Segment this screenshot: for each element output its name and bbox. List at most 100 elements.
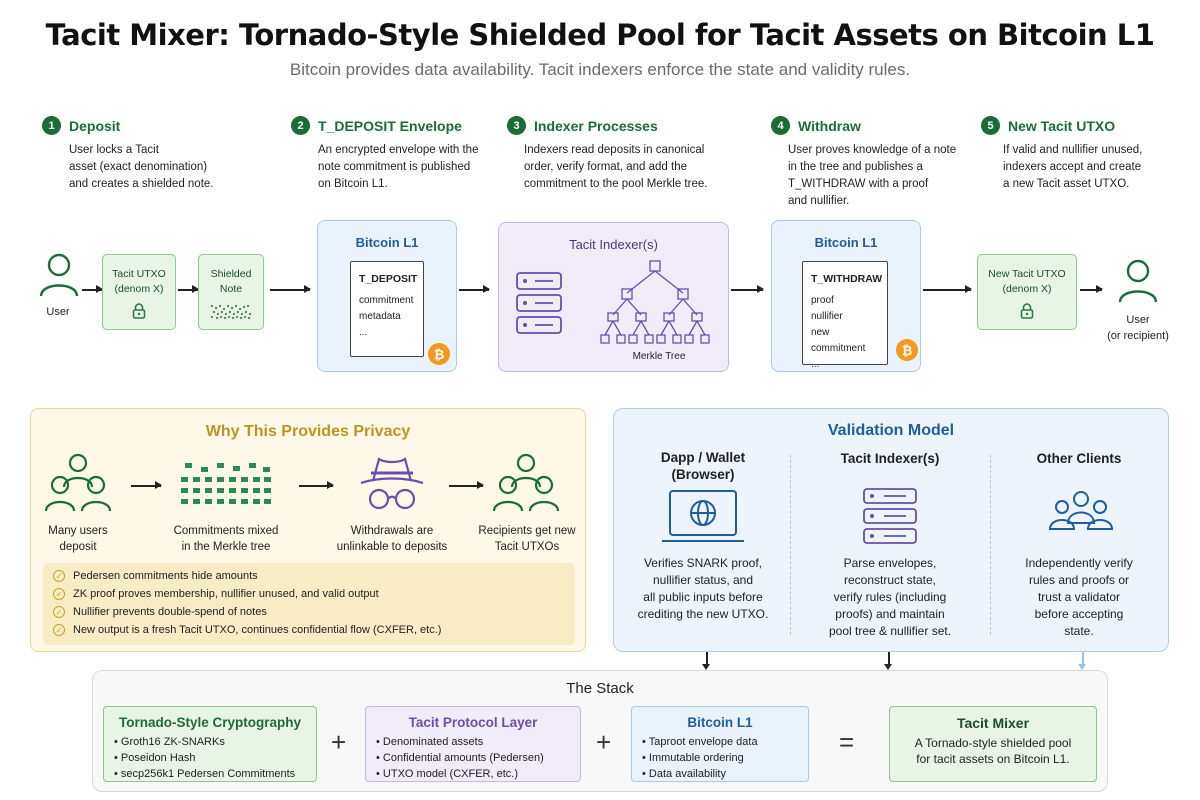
check-icon: ✓ <box>53 606 65 618</box>
step-title: T_DEPOSIT Envelope <box>318 117 462 134</box>
check-icon: ✓ <box>53 588 65 600</box>
user-label: User <box>46 306 70 318</box>
step-deposit-envelope: 2 T_DEPOSIT Envelope An encrypted envelop… <box>291 116 501 193</box>
arrow-head <box>702 664 710 670</box>
arrow <box>449 482 484 488</box>
stack-item: Groth16 ZK-SNARKs <box>114 734 306 750</box>
stack-item: UTXO model (CXFER, etc.) <box>376 766 570 782</box>
bitcoin-icon: ₿ <box>428 343 450 365</box>
merkle-tree-label: Merkle Tree <box>632 351 686 362</box>
validation-panel: Validation Model Dapp / Wallet(Browser) … <box>613 408 1169 652</box>
step-number: 5 <box>981 116 1000 135</box>
arrow <box>731 286 764 292</box>
box-title: Bitcoin L1 <box>355 235 419 250</box>
privacy-bullets: ✓Pedersen commitments hide amounts ✓ZK p… <box>43 563 575 645</box>
tacit-utxo-box: Tacit UTXO(denom X) <box>102 254 176 330</box>
box-title: Bitcoin L1 <box>814 235 878 250</box>
step-indexer-processes: 3 Indexer Processes Indexers read deposit… <box>507 116 742 193</box>
lock-icon <box>132 303 146 319</box>
equals-operator: = <box>839 727 855 757</box>
check-icon: ✓ <box>53 624 65 636</box>
recipients-group-icon <box>493 453 559 512</box>
arrow <box>299 482 334 488</box>
arrow <box>131 482 162 488</box>
divider <box>790 455 791 635</box>
server-icon <box>863 488 917 544</box>
stack-item: Confidential amounts (Pedersen) <box>376 750 570 766</box>
bullet-item: ✓New output is a fresh Tacit UTXO, conti… <box>53 621 565 639</box>
user-icon <box>39 253 79 297</box>
noise-pattern-icon <box>211 305 251 319</box>
bitcoin-l1-withdraw-box: Bitcoin L1 T_WITHDRAW proof nullifier ne… <box>771 220 921 372</box>
stack-card-cryptography: Tornado-Style Cryptography Groth16 ZK-SN… <box>103 706 317 782</box>
result-title: Tacit Mixer <box>956 715 1030 731</box>
recipient-icon <box>1118 259 1158 303</box>
step-number: 2 <box>291 116 310 135</box>
withdraw-document: T_WITHDRAW proof nullifier new commitmen… <box>802 261 888 370</box>
arrow <box>706 652 708 666</box>
arrow <box>82 286 103 292</box>
plus-operator: + <box>596 727 612 757</box>
server-icon <box>516 272 562 334</box>
arrow <box>888 652 890 666</box>
arrow <box>459 286 490 292</box>
stack-item: Taproot envelope data <box>642 734 798 750</box>
validation-column-title: Tacit Indexer(s) <box>840 451 940 466</box>
laptop-globe-icon <box>662 490 744 542</box>
arrow <box>270 286 311 292</box>
stack-item: Poseidon Hash <box>114 750 306 766</box>
arrow <box>178 286 199 292</box>
stack-panel: The Stack Tornado-Style Cryptography Gro… <box>92 670 1108 792</box>
step-number: 4 <box>771 116 790 135</box>
document-title: T_WITHDRAW <box>811 273 883 285</box>
divider <box>990 455 991 635</box>
tacit-indexer-box: Tacit Indexer(s) Merkle Tree <box>498 222 729 372</box>
step-title: New Tacit UTXO <box>1008 117 1116 134</box>
incognito-icon <box>360 457 424 510</box>
validation-column-desc: Verifies SNARK proof,nullifier status, a… <box>637 556 769 621</box>
people-group-icon <box>1048 491 1114 530</box>
stack-item: Data availability <box>642 766 798 782</box>
step-title: Deposit <box>69 117 121 134</box>
step-title: Indexer Processes <box>534 117 658 134</box>
panel-title: Validation Model <box>827 422 955 439</box>
recipient-label: User(or recipient) <box>1107 314 1169 342</box>
new-tacit-utxo-box: New Tacit UTXO(denom X) <box>977 254 1077 330</box>
stack-card-title: Bitcoin L1 <box>687 715 753 730</box>
arrow-head <box>884 664 892 670</box>
lock-icon <box>1020 303 1034 319</box>
page-subtitle: Bitcoin provides data availability. Taci… <box>289 60 911 79</box>
bitcoin-l1-deposit-box: Bitcoin L1 T_DEPOSIT commitment metadata… <box>317 220 457 372</box>
stack-card-title: Tacit Protocol Layer <box>408 715 538 730</box>
step-number: 3 <box>507 116 526 135</box>
arrow-head <box>1078 664 1086 670</box>
step-description: If valid and nullifier unused,indexers a… <box>1003 144 1143 190</box>
arrow <box>923 286 972 292</box>
arrow <box>1082 652 1084 666</box>
page-title: Tacit Mixer: Tornado-Style Shielded Pool… <box>45 18 1155 52</box>
step-new-utxo: 5 New Tacit UTXO If valid and nullifier u… <box>981 116 1191 193</box>
bullet-item: ✓Pedersen commitments hide amounts <box>53 567 565 585</box>
stack-card-title: Tornado-Style Cryptography <box>118 715 301 730</box>
validation-column-title: Dapp / Wallet(Browser) <box>660 450 746 482</box>
panel-title: Why This Provides Privacy <box>205 423 411 440</box>
merkle-tree-icon <box>600 260 710 344</box>
deposit-document: T_DEPOSIT commitment metadata ... <box>350 261 424 357</box>
step-number: 1 <box>42 116 61 135</box>
box-title: Tacit Indexer(s) <box>569 237 658 252</box>
bitcoin-icon: ₿ <box>896 339 918 361</box>
stack-card-protocol: Tacit Protocol Layer Denominated assets … <box>365 706 581 782</box>
commitments-grid-icon <box>181 463 271 504</box>
validation-column-title: Other Clients <box>1036 451 1122 466</box>
